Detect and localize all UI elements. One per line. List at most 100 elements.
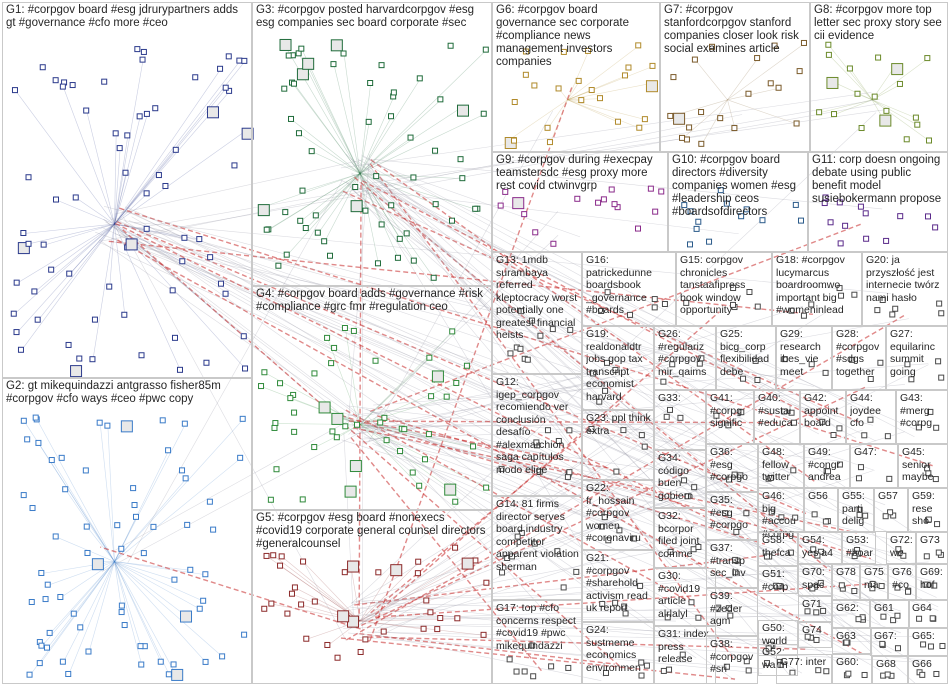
group-g6: G6: #corpgov board governance sec corpor… [492, 2, 660, 152]
group-label: G13: 1mdb surambaya referred kleptocracy… [496, 254, 579, 342]
group-label: G30: #covid19 article alrlalyl [658, 570, 713, 620]
group-label: G6: #corpgov board governance sec corpor… [496, 4, 657, 69]
group-g4: G4: #corpgov board adds #governance #ris… [252, 286, 492, 510]
group-g78: G78 [832, 564, 860, 600]
group-label: G58: thefca [762, 534, 795, 559]
group-label: G78 [836, 566, 857, 579]
group-g36: G36: #esg #corpgo [706, 444, 758, 492]
group-g39: G39: #zeder agm [706, 588, 758, 636]
group-g18: G18: #corpgov lucymarcus boardroomwo imp… [772, 252, 862, 326]
group-g65: G65: [908, 628, 948, 656]
group-g62: G62: [832, 600, 870, 628]
group-g3: G3: #corpgov posted harvardcorpgov #esg … [252, 2, 492, 286]
group-label: G34: código buen gobiern [658, 452, 703, 502]
group-label: G22: fr_hossain #corpgov women #coronavi… [586, 482, 651, 545]
group-label: G51: #corp [762, 568, 795, 593]
group-label: G64 [912, 602, 945, 615]
group-label: G75: ma [864, 566, 885, 591]
group-g77: G77: inter [776, 654, 832, 684]
group-g7: G7: #corpgov stanfordcorpgov stanford co… [660, 2, 810, 152]
group-g67: G67: [870, 628, 908, 656]
group-label: G60: [836, 656, 869, 669]
group-label: G14: 81 firms director serves board indu… [496, 498, 579, 573]
group-g20: G20: ja przyszłość jest internecie twórz… [862, 252, 948, 326]
group-g75: G75: ma [860, 564, 888, 600]
group-g13: G13: 1mdb surambaya referred kleptocracy… [492, 252, 582, 374]
group-g72: G72: we [886, 532, 916, 564]
group-g70: G70: spac [798, 564, 832, 596]
group-label: G73 [920, 534, 945, 547]
group-g38: G38: #corpgov #sri [706, 636, 758, 684]
group-label: G65: [912, 630, 945, 643]
group-label: G69: hof [920, 566, 945, 591]
group-label: G77: inter [780, 656, 829, 669]
group-g1: G1: #corpgov board #esg jdrurypartners a… [2, 2, 252, 378]
group-g33: G33: [654, 390, 706, 450]
group-label: G47: [854, 446, 895, 459]
group-g56: G56 [804, 488, 838, 532]
group-g17: G17: top #cfo concerns respect #covid19 … [492, 600, 582, 684]
group-g26: G26: #regulariz #corpgov mir_qaims [654, 326, 716, 390]
group-g2: G2: gt mikequindazzi antgrasso fisher85m… [2, 378, 252, 684]
group-label: G12: igep_corpgov recomiendo ver conclus… [496, 376, 579, 476]
group-g55: G55: parti delig [838, 488, 874, 532]
group-label: G11: corp doesn ongoing debate using pub… [812, 154, 945, 206]
group-label: G37: #transp sec_inv [710, 542, 755, 580]
group-label: G55: parti delig [842, 490, 871, 528]
group-g22: G22: fr_hossain #corpgov women #coronavi… [582, 480, 654, 550]
group-g43: G43: #merg #corpg [896, 390, 948, 444]
group-g46: G46: big #accou #corpg [758, 488, 804, 532]
group-g53: G53: #boar [842, 532, 876, 564]
group-g59: G59: rese sho [908, 488, 948, 532]
group-g48: G48: fellow twitter [758, 444, 804, 488]
group-label: G10: #corpgov board directors #diversity… [672, 154, 805, 219]
group-g57: G57 [874, 488, 908, 532]
group-g24: G24: sustmeme economics environmen [582, 622, 654, 684]
group-label: G33: [658, 392, 703, 405]
group-label: G62: [836, 602, 867, 615]
group-g68: G68 [872, 656, 908, 684]
group-label: G57 [878, 490, 905, 503]
group-label: G67: [874, 630, 905, 643]
group-label: G41: #corpg signific [710, 392, 751, 430]
group-label: G36: #esg #corpgo [710, 446, 755, 484]
group-g71: G71 [798, 596, 832, 622]
group-label: G72: we [890, 534, 913, 559]
group-label: G9: #corpgov during #execpay teamstersdc… [496, 154, 665, 193]
group-g35: G35: #esg #corpgo [706, 492, 758, 540]
group-g21: G21: #corpgov #sharehold activism read u… [582, 550, 654, 622]
group-label: G25: bicg_corp flexibilidad debe [720, 328, 773, 378]
group-g15: G15: corpgov chronicles tanstaafipress b… [676, 252, 772, 326]
group-g12: G12: igep_corpgov recomiendo ver conclus… [492, 374, 582, 496]
group-label: G40: #sustai #educa [758, 392, 797, 430]
group-label: G16: patrickedunne boardsbook _governanc… [586, 254, 673, 317]
group-g41: G41: #corpg signific [706, 390, 754, 444]
group-label: G74 [802, 624, 829, 637]
group-g29: G29: research ibes_vie meet [776, 326, 832, 390]
group-label: G19: realdonaldtr jobs gop tax transcrip… [586, 328, 651, 403]
group-label: G2: gt mikequindazzi antgrasso fisher85m… [6, 380, 249, 406]
group-label: G53: #boar [846, 534, 873, 559]
group-g63: G63 [832, 628, 872, 654]
group-g28: G28: #corpgov #sdgs together [832, 326, 886, 390]
group-label: G26: #regulariz #corpgov mir_qaims [658, 328, 713, 378]
group-label: G56 [808, 490, 835, 503]
group-label: G35: #esg #corpgo [710, 494, 755, 532]
group-g37: G37: #transp sec_inv [706, 540, 758, 588]
group-g32: G32: bcorpor filed joint comme [654, 508, 706, 568]
group-label: G68 [876, 658, 905, 671]
group-label: G61 [874, 602, 907, 615]
group-g25: G25: bicg_corp flexibilidad debe [716, 326, 776, 390]
group-g42: G42: appoint board [800, 390, 846, 444]
group-g11: G11: corp doesn ongoing debate using pub… [808, 152, 948, 252]
group-g49: G49: #congr andrea [804, 444, 850, 488]
group-label: G48: fellow twitter [762, 446, 801, 484]
group-label: G42: appoint board [804, 392, 843, 430]
group-label: G44: joydee cfo [850, 392, 893, 430]
group-label: G17: top #cfo concerns respect #covid19 … [496, 602, 579, 652]
group-g5: G5: #corpgov #esg board #nonexecs #covid… [252, 510, 492, 684]
group-g54: G54: yes a4 [798, 532, 842, 564]
group-label: G70: spac [802, 566, 829, 591]
group-g40: G40: #sustai #educa [754, 390, 800, 444]
group-label: G4: #corpgov board adds #governance #ris… [256, 288, 489, 314]
